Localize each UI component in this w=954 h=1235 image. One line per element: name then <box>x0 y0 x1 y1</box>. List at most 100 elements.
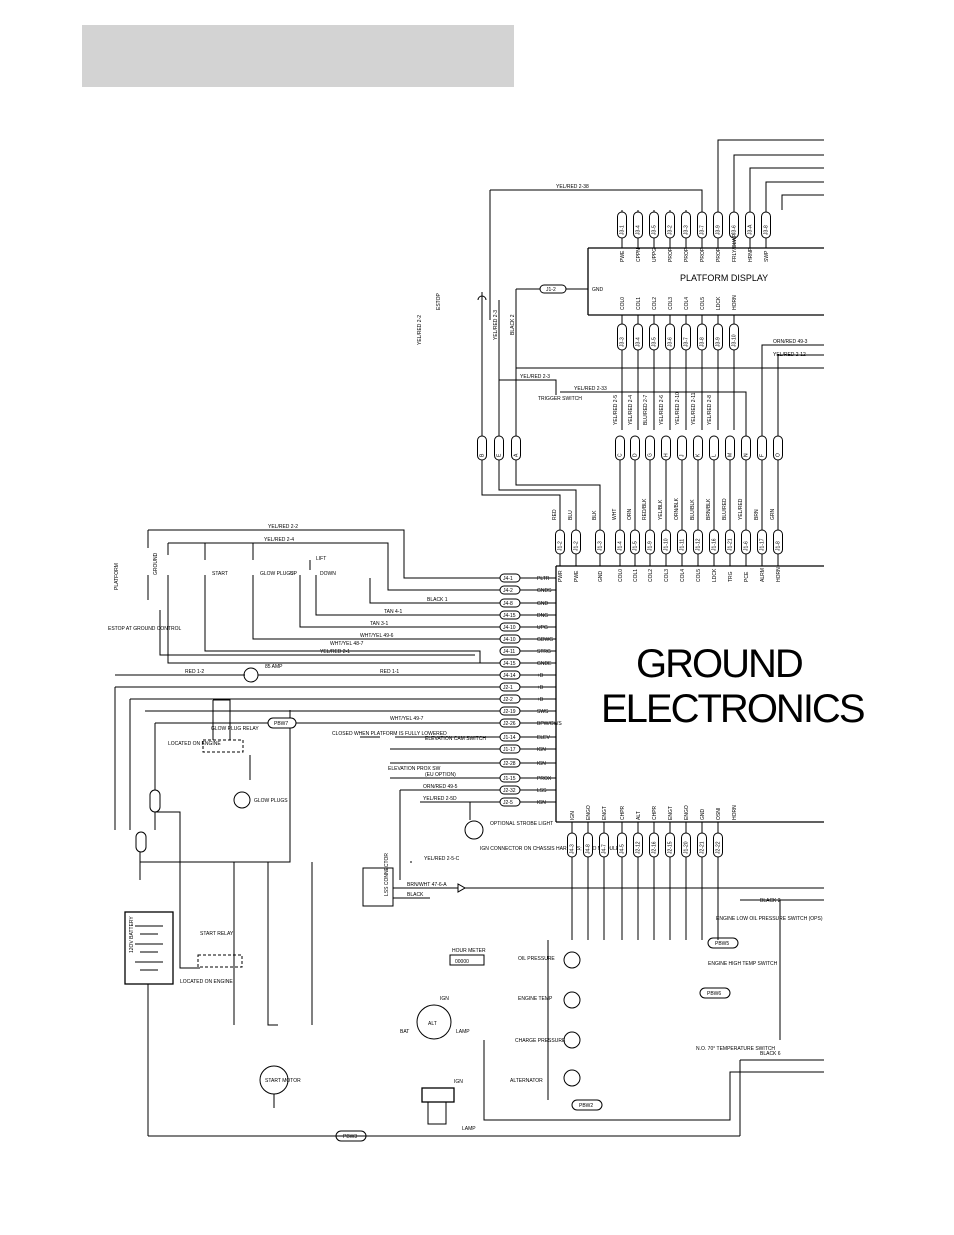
lamp-key-label: LAMP <box>462 1126 476 1132</box>
svg-text:J4-8: J4-8 <box>503 601 513 607</box>
wire-label-yelred233: YEL/RED 2-33 <box>574 386 607 392</box>
vertical-wires-mid <box>481 460 779 530</box>
top-pin: J3-7 <box>697 211 707 239</box>
left-pin: J1-17 <box>499 744 521 754</box>
bottom-pin: J1-3 <box>595 529 605 555</box>
top-pin-label: PROP <box>684 247 690 262</box>
svg-text:PBW7: PBW7 <box>274 721 288 727</box>
mid-connector: G <box>645 435 655 461</box>
left-pin-label: UPG <box>537 625 548 631</box>
svg-text:J1-15: J1-15 <box>503 776 516 782</box>
svg-text:J3-4: J3-4 <box>636 337 642 347</box>
display-pin-label: COL2 <box>652 297 658 310</box>
svg-text:J3-5: J3-5 <box>652 337 658 347</box>
svg-text:J1-21: J1-21 <box>728 538 734 551</box>
mid-connector: B <box>477 435 487 461</box>
svg-text:J1-3: J1-3 <box>598 541 604 551</box>
left-pin: J2-26 <box>499 718 521 728</box>
svg-text:J3-3: J3-3 <box>684 225 690 235</box>
bottom-row-label: GND <box>700 809 706 821</box>
pbw-blocks: PBW7 PBW5 PBW6 PBW2 PBW3 <box>135 717 739 1142</box>
black2-label: BLACK 2 <box>760 898 781 904</box>
bottom-row-label: ENGO <box>684 805 690 820</box>
mid-connector: F <box>757 435 767 461</box>
wire-yelred25c: YEL/RED 2-5-C <box>424 856 460 862</box>
trigger-switch-label: TRIGGER SWITCH <box>538 396 582 402</box>
mid-connector: O <box>773 435 783 461</box>
engine-temp-label: ENGINE TEMP <box>518 996 553 1002</box>
svg-text:J3-8: J3-8 <box>764 225 770 235</box>
svg-text:PBW6: PBW6 <box>707 991 721 997</box>
svg-text:J4-2: J4-2 <box>503 588 513 594</box>
oil-pressure-label: OIL PRESSURE <box>518 956 555 962</box>
engine-low-oil-label: ENGINE LOW OIL PRESSURE SWITCH (OPS) <box>716 916 823 922</box>
wire-label-orn: ORN/RED 49-3 <box>773 339 808 345</box>
bottom-pin-label: ALRM <box>760 568 766 582</box>
svg-text:J1-14: J1-14 <box>503 735 516 741</box>
left-pin-label: PROX <box>537 776 552 782</box>
battery-label: 12OV BATTERY <box>129 916 135 953</box>
platform-display-label: PLATFORM DISPLAY <box>680 273 768 283</box>
fuse-85amp: 85 AMP <box>265 664 283 670</box>
wire-label-top: YEL/RED 2-38 <box>556 184 589 190</box>
wire-label-yelred22: YEL/RED 2-2 <box>417 315 423 345</box>
no70-label: N.O. 70° TEMPERATURE SWITCH <box>696 1046 775 1052</box>
wire-yelred24-left: YEL/RED 2-4 <box>264 537 294 543</box>
svg-text:J4-5: J4-5 <box>620 844 626 854</box>
bottom-pin-color: BRN <box>754 509 760 520</box>
svg-text:N: N <box>744 453 750 457</box>
svg-text:J1-16: J1-16 <box>712 538 718 551</box>
svg-text:B: B <box>480 453 486 457</box>
ign-key-label: IGN <box>454 1079 463 1085</box>
svg-text:E: E <box>497 453 503 457</box>
wire-red11: RED 1-1 <box>380 669 399 675</box>
bottom-row-pin: J2-16 <box>649 832 659 858</box>
start-relay <box>197 954 243 968</box>
bottom-row-label: ALT <box>636 811 642 820</box>
display-pin: J3-5 <box>649 323 659 351</box>
svg-text:J1-17: J1-17 <box>503 747 516 753</box>
header-bar <box>82 25 514 87</box>
warning-lamps <box>547 940 581 1100</box>
top-pin-label: SWP <box>764 250 770 262</box>
top-pin-label: PROP <box>668 247 674 262</box>
left-pin-label: +B <box>537 685 544 691</box>
left-pin-label: GNDS <box>537 588 552 594</box>
top-pin-label: PROP <box>700 247 706 262</box>
svg-text:J1-5: J1-5 <box>633 541 639 551</box>
svg-text:J3-3: J3-3 <box>620 337 626 347</box>
left-pin: J1-15 <box>499 773 521 783</box>
bottom-pin-color: YEL/RED <box>738 498 744 520</box>
optional-strobe-label: OPTIONAL STROBE LIGHT <box>490 821 553 827</box>
svg-text:J4-7: J4-7 <box>602 844 608 854</box>
svg-text:J2-5: J2-5 <box>503 800 513 806</box>
located-engine-label: LOCATED ON ENGINE <box>168 741 221 747</box>
bottom-pin-color: GRN <box>770 509 776 521</box>
left-pin-label: GNDE <box>537 661 552 667</box>
svg-text:J3-6: J3-6 <box>668 337 674 347</box>
bottom-pin: J1-10 <box>661 529 671 555</box>
bottom-pin-label: HORN <box>776 567 782 582</box>
display-pin-label: HORN <box>732 295 738 310</box>
top-pin: J3-A <box>745 211 755 239</box>
lamp-label: LAMP <box>456 1029 470 1035</box>
svg-text:J1-2: J1-2 <box>546 287 556 293</box>
wire-label-black2v: BLACK 2 <box>510 314 516 335</box>
left-pin-label: IGN <box>537 800 546 806</box>
display-pin: J3-9 <box>713 323 723 351</box>
svg-text:J3-7: J3-7 <box>684 337 690 347</box>
svg-text:J3-1: J3-1 <box>620 225 626 235</box>
fuse-symbol <box>243 667 259 683</box>
mid-connector: E <box>494 435 504 461</box>
start-motor-label: START MOTOR <box>265 1078 301 1084</box>
bottom-pin-color: BLK <box>592 510 598 520</box>
lift-label: LIFT <box>316 556 326 562</box>
svg-text:J3-10: J3-10 <box>732 334 738 347</box>
bottom-pin-color: ORN <box>627 509 633 521</box>
svg-text:J4-8: J4-8 <box>586 844 592 854</box>
platform-display <box>587 247 824 316</box>
bottom-row-label: CHPR <box>652 805 658 820</box>
display-pin-label: COL3 <box>668 297 674 310</box>
